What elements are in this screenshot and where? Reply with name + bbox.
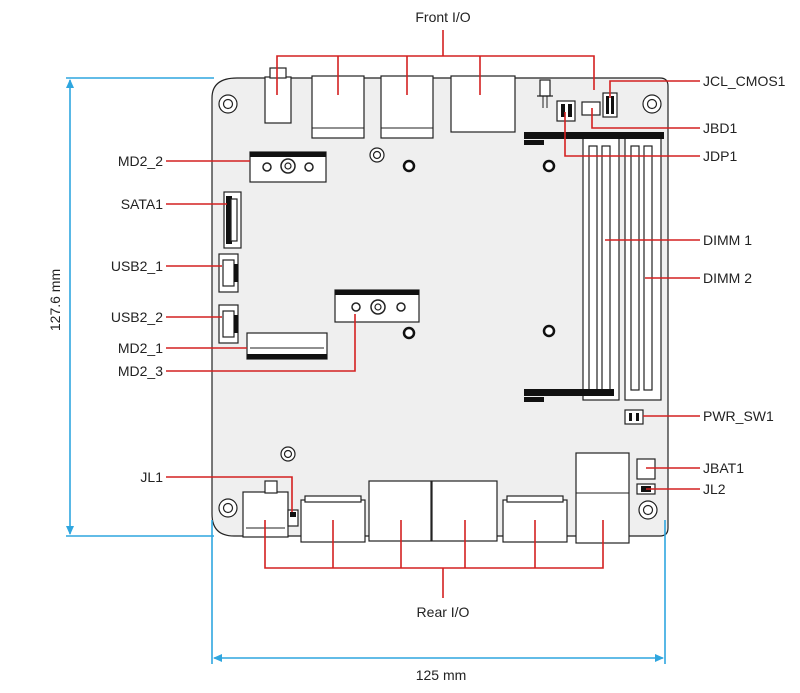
label-md2-1: MD2_1 [118,340,163,356]
mounting-hole-bottom-left [218,498,238,518]
label-jl1: JL1 [140,469,163,485]
screw-point [402,326,416,340]
sata1-connector [223,191,242,249]
usb2-1-header [218,253,239,293]
label-sata1: SATA1 [121,196,163,212]
label-dimm2: DIMM 2 [703,270,752,286]
label-dimm1: DIMM 1 [703,232,752,248]
label-jdp1: JDP1 [703,148,737,164]
jbat1-header [636,458,656,480]
screw-point [542,324,556,338]
dimm-latch-bottom [524,389,614,396]
label-jbat1: JBAT1 [703,460,744,476]
label-jl2: JL2 [703,481,726,497]
usb-c-port-front [450,75,516,133]
power-led [537,79,553,108]
label-rear-io: Rear I/O [417,604,470,620]
label-md2-2: MD2_2 [118,153,163,169]
mounting-hole-top-left [218,94,238,114]
jdp1-header [556,100,576,122]
mounting-hole-top-right [642,94,662,114]
standoff-top [369,147,385,163]
mounting-hole-bottom-right [638,500,658,520]
label-jbd1: JBD1 [703,120,737,136]
leader-lines [166,30,700,598]
dimm-slots [524,132,664,402]
jbd1-header [581,101,601,116]
label-jcl-cmos1: JCL_CMOS1 [703,73,786,89]
screw-point [542,159,556,173]
pwr-sw1-switch [624,409,644,425]
standoff-bottom [280,446,296,462]
screw-point [402,159,416,173]
motherboard [211,77,669,537]
label-usb2-1: USB2_1 [111,258,163,274]
label-usb2-2: USB2_2 [111,309,163,325]
lan-port-rear-1 [368,480,432,542]
labels: Front I/O Rear I/O JCL_CMOS1 JBD1 JDP1 D… [47,9,786,683]
audio-jack-front [264,67,292,124]
md2-3-slot [334,289,420,323]
md2-2-slot [249,151,327,183]
dimm-latch-top [524,132,664,139]
label-pwr-sw1: PWR_SW1 [703,408,774,424]
md2-1-slot [246,332,328,360]
label-md2-3: MD2_3 [118,363,163,379]
dimension-height-label: 127.6 mm [47,269,63,331]
jl1-header [287,509,299,527]
usb2-2-header [218,304,239,344]
hdmi-port-rear-1 [304,495,362,503]
label-front-io: Front I/O [415,9,470,25]
dimension-lines [66,77,666,664]
dimension-width-label: 125 mm [416,667,467,683]
